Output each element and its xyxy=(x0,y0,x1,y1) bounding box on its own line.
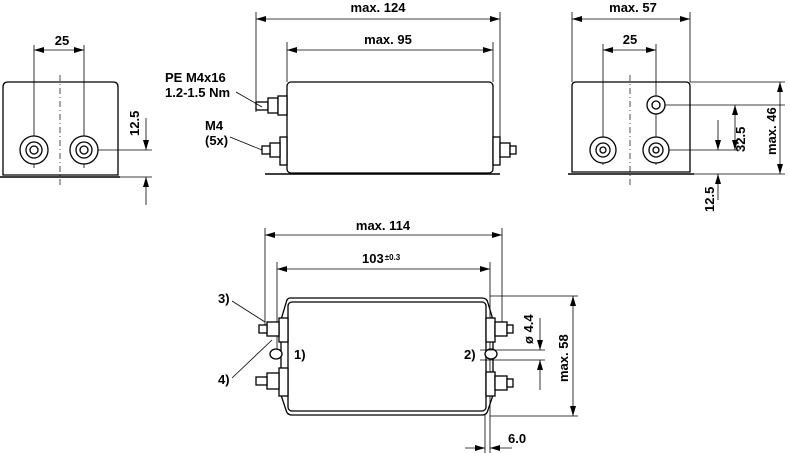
right-end-view: max. 57 25 32.5 12.5 max. 46 xyxy=(568,0,785,212)
terminal-icon xyxy=(19,135,49,165)
pe-stud-icon xyxy=(255,95,288,116)
terminal-stud-icon xyxy=(261,136,517,166)
mounting-pitch: 103±0.3 xyxy=(362,251,401,266)
bottom-overall-length: max. 114 xyxy=(356,218,411,233)
mounting-hole-icon xyxy=(269,348,498,360)
terminal-icon xyxy=(642,136,670,164)
bottom-view: max. 114 103±0.3 3) 4) 1) 2) ø 4.4 max. … xyxy=(218,218,578,453)
side-overall-length: max. 124 xyxy=(351,0,407,15)
right-pitch-dimension: 25 xyxy=(623,32,637,47)
right-height-dimension: max. 46 xyxy=(764,107,779,155)
right-pe-height: 32.5 xyxy=(733,127,748,152)
mounting-tolerance: ±0.3 xyxy=(385,253,401,262)
callout-1: 1) xyxy=(294,347,306,362)
callout-2: 2) xyxy=(464,347,476,362)
pe-label-line2: 1.2-1.5 Nm xyxy=(165,85,230,100)
mounting-pitch-value: 103 xyxy=(362,251,384,266)
terminal-stud-icon xyxy=(255,317,514,397)
side-body-length: max. 95 xyxy=(364,32,412,47)
flange-width: 6.0 xyxy=(508,431,526,446)
terminal-icon xyxy=(69,135,99,165)
terminal-label-line1: M4 xyxy=(205,118,224,133)
callout-3: 3) xyxy=(218,291,230,306)
pe-terminal-icon xyxy=(646,95,666,115)
left-end-view: 25 12.5 xyxy=(0,33,152,205)
side-view: max. 124 max. 95 PE M4x16 1.2-1.5 Nm M4 … xyxy=(165,0,517,175)
callout-4: 4) xyxy=(218,372,230,387)
hole-diameter: ø 4.4 xyxy=(521,314,536,344)
terminal-label-line2: (5x) xyxy=(205,133,228,148)
right-width-dimension: max. 57 xyxy=(609,0,657,15)
bottom-height-dimension: max. 58 xyxy=(556,334,571,382)
left-pitch-dimension: 25 xyxy=(55,33,69,48)
terminal-icon xyxy=(589,136,617,164)
right-terminal-height: 12.5 xyxy=(702,187,717,212)
pe-label-line1: PE M4x16 xyxy=(165,70,226,85)
left-height-dimension: 12.5 xyxy=(127,111,142,136)
